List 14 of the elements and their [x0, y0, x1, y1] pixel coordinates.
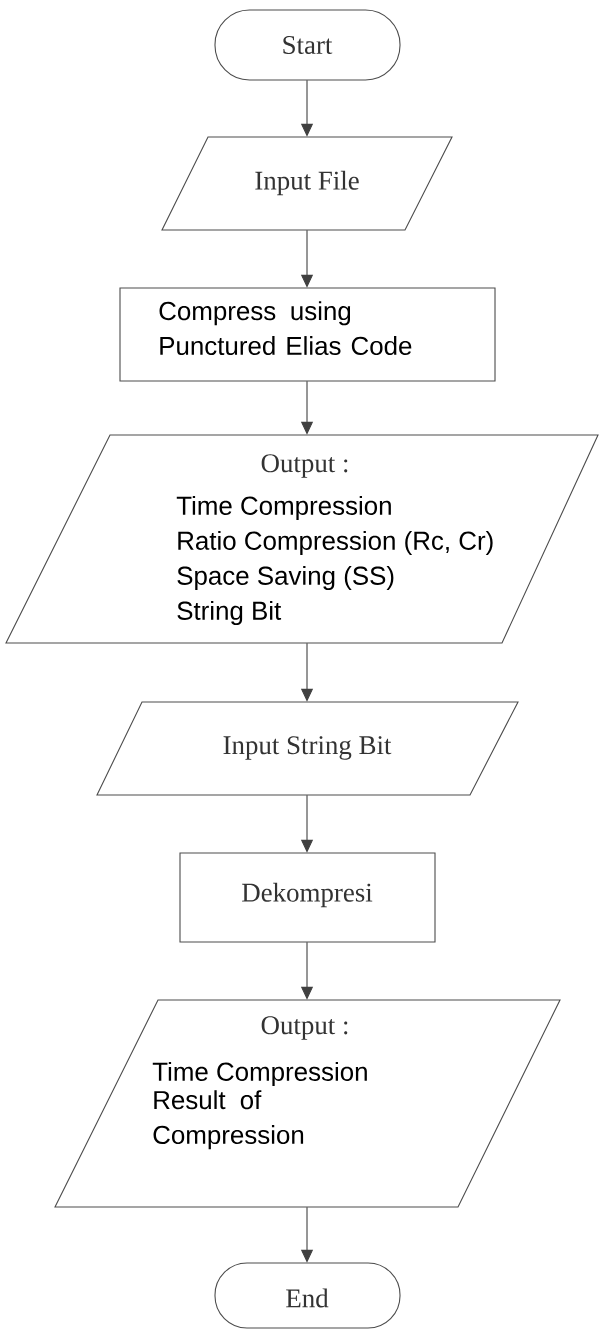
node-heading: Output : [261, 454, 348, 478]
list-item: Space Saving (SS) [177, 565, 394, 591]
node-heading: Dekompresi [242, 882, 373, 908]
node-heading: Output : [261, 1016, 348, 1040]
node-heading: Input File [255, 170, 359, 196]
node-heading: Input String Bit [223, 736, 392, 760]
node-text: Result of Compression [153, 1090, 304, 1150]
list-item: Time Compression [176, 495, 391, 521]
list-item: Ratio Compression (Rc, Cr) [178, 530, 493, 556]
list-item: String Bit [177, 600, 282, 626]
node-heading: End [286, 1288, 329, 1308]
node-heading: Start [283, 35, 333, 54]
list-item: Time Compression [152, 1061, 367, 1087]
node-text: Compress using Punctured Elias Code [159, 301, 412, 356]
